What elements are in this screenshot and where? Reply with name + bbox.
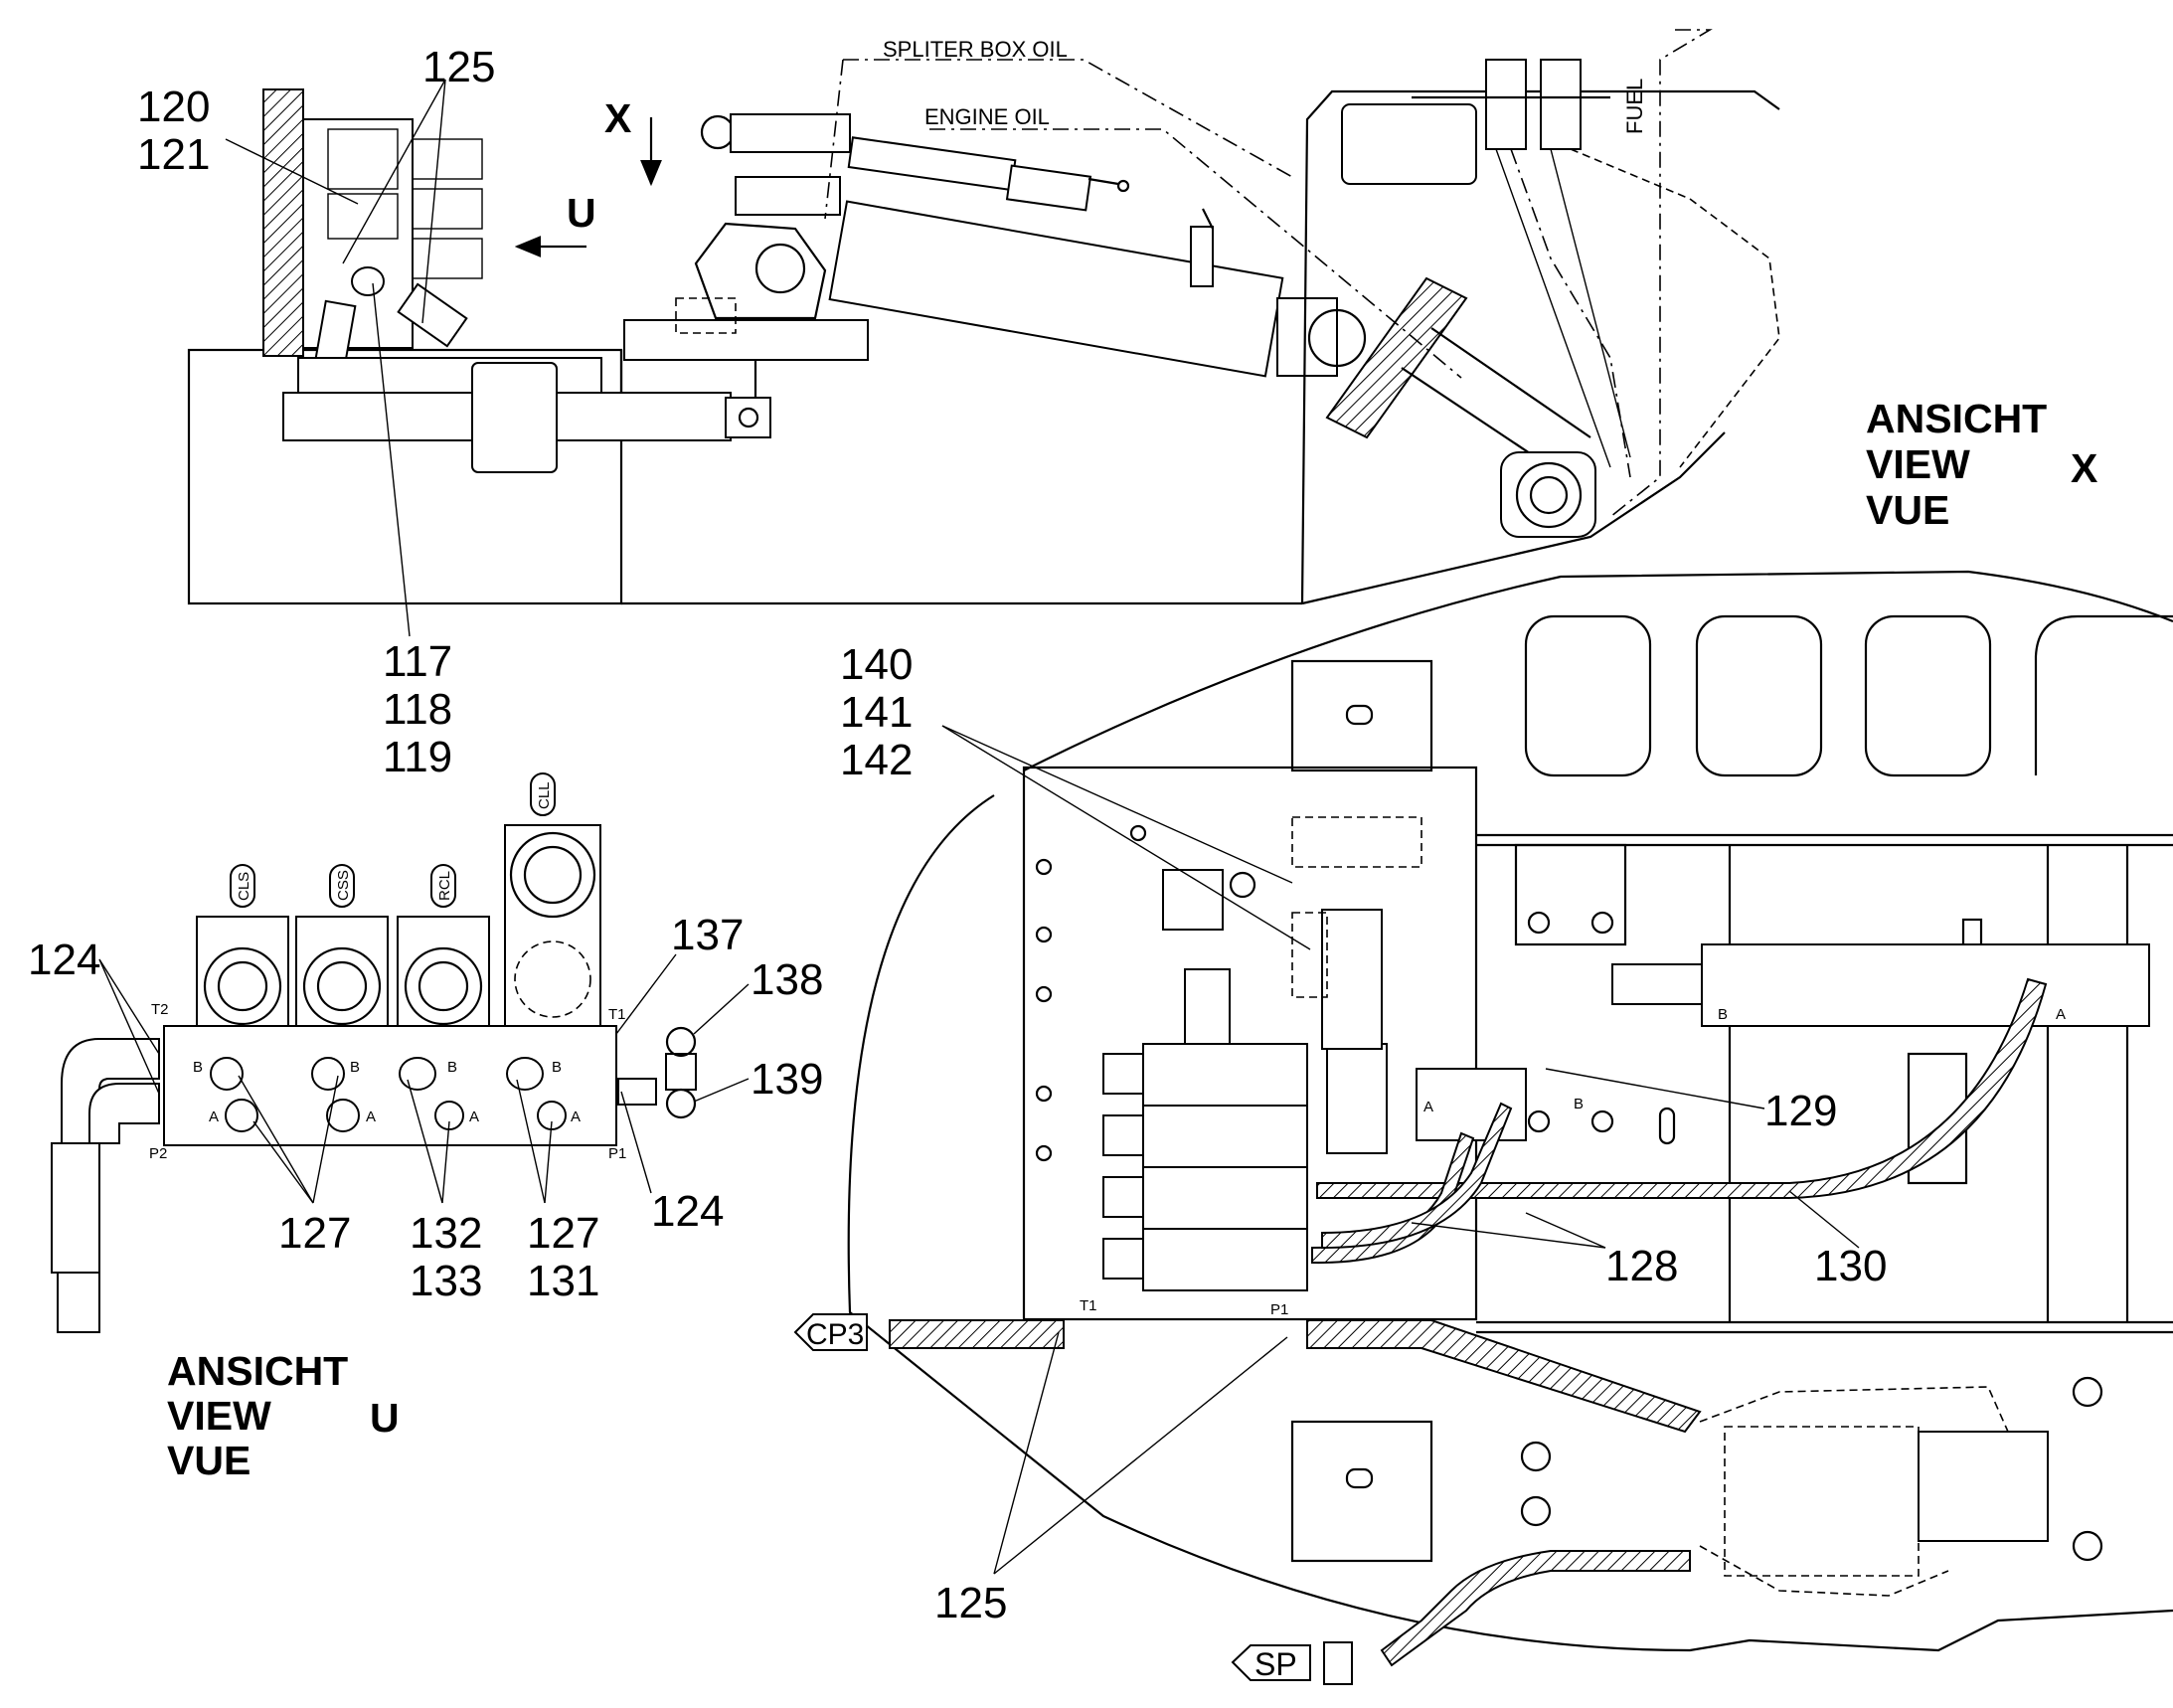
plan-view xyxy=(793,570,2173,1685)
port-a-4: A xyxy=(571,1109,581,1125)
fuel-label: FUEL xyxy=(1622,79,1647,134)
callout-125-upper: 125 xyxy=(422,43,495,91)
callout-125-lower: 125 xyxy=(934,1579,1007,1627)
callout-127-left: 127 xyxy=(278,1209,351,1258)
plan-port-b-left: B xyxy=(1574,1096,1584,1112)
view-u-title-ansicht: ANSICHT xyxy=(167,1348,348,1394)
plan-port-a-right: A xyxy=(2056,1006,2066,1023)
port-t2: T2 xyxy=(151,1001,169,1018)
plan-port-t1: T1 xyxy=(1080,1297,1097,1314)
callout-124-right: 124 xyxy=(651,1187,724,1236)
port-p1: P1 xyxy=(608,1145,626,1162)
callout-128: 128 xyxy=(1605,1242,1678,1290)
callout-139: 139 xyxy=(751,1055,823,1104)
port-t1: T1 xyxy=(608,1006,626,1023)
callout-127-right: 127 xyxy=(527,1209,599,1258)
engine-oil-label: ENGINE OIL xyxy=(924,104,1050,129)
view-arrow-u-label: U xyxy=(567,190,596,236)
view-x-title-letter: X xyxy=(2071,445,2097,491)
valve-label-css: CSS xyxy=(335,870,352,901)
view-x-title-view: VIEW xyxy=(1866,441,1970,487)
callout-120: 120 xyxy=(137,83,210,131)
port-b-2: B xyxy=(350,1059,360,1076)
port-b-4: B xyxy=(552,1059,562,1076)
plan-port-b-right: B xyxy=(1718,1006,1728,1023)
callout-137: 137 xyxy=(671,911,744,959)
valve-label-cls: CLS xyxy=(236,872,252,901)
callout-124-left: 124 xyxy=(28,936,100,984)
plan-port-p1: P1 xyxy=(1270,1301,1288,1318)
port-a-1: A xyxy=(209,1109,219,1125)
view-u-title-view: VIEW xyxy=(167,1393,271,1439)
side-view xyxy=(187,29,1780,637)
tag-sp: SP xyxy=(1254,1646,1297,1682)
callout-133: 133 xyxy=(410,1257,482,1305)
callout-129: 129 xyxy=(1764,1087,1837,1135)
callout-131: 131 xyxy=(527,1257,599,1305)
callout-142: 142 xyxy=(840,736,913,784)
callout-130: 130 xyxy=(1814,1242,1887,1290)
callout-119: 119 xyxy=(383,733,452,781)
port-p2: P2 xyxy=(149,1145,167,1162)
callout-138: 138 xyxy=(751,955,823,1004)
port-a-2: A xyxy=(366,1109,376,1125)
view-u-valve-bank xyxy=(51,772,750,1333)
valve-label-rcl: RCL xyxy=(436,871,453,901)
callout-140: 140 xyxy=(840,640,913,689)
callout-117: 117 xyxy=(383,637,452,686)
view-u-title-letter: U xyxy=(370,1395,400,1441)
callout-118: 118 xyxy=(383,685,452,734)
view-x-title-vue: VUE xyxy=(1866,487,1949,533)
view-u-title-vue: VUE xyxy=(167,1438,251,1483)
port-b-3: B xyxy=(447,1059,457,1076)
valve-label-cll: CLL xyxy=(536,781,553,809)
callout-141: 141 xyxy=(840,688,913,737)
splitter-box-oil-label: SPLITER BOX OIL xyxy=(883,37,1068,62)
callout-132: 132 xyxy=(410,1209,482,1258)
plan-port-a-left: A xyxy=(1423,1099,1433,1115)
view-x-title-ansicht: ANSICHT xyxy=(1866,396,2047,441)
callout-121: 121 xyxy=(137,130,210,179)
view-arrow-x-label: X xyxy=(604,95,631,141)
port-a-3: A xyxy=(469,1109,479,1125)
tag-cp3: CP3 xyxy=(806,1318,864,1351)
port-b-1: B xyxy=(193,1059,203,1076)
